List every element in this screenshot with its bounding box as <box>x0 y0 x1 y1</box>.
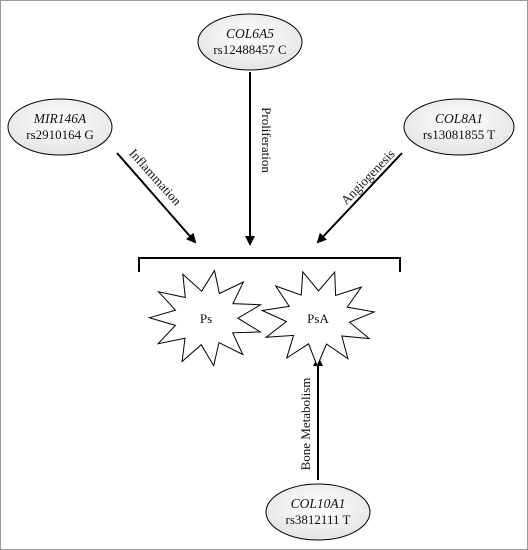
target-ps-label: Ps <box>200 311 212 326</box>
target-ps-star <box>147 269 263 367</box>
target-psa: PsA <box>260 270 376 368</box>
node-col10a1-gene: COL10A1 <box>291 496 346 511</box>
node-col6a5-gene: COL6A5 <box>226 26 274 41</box>
node-col8a1-gene: COL8A1 <box>435 111 483 126</box>
node-mir146a-variant: rs2910164 G <box>26 127 94 142</box>
target-ps: Ps <box>147 269 263 367</box>
node-col6a5: COL6A5 rs12488457 C <box>197 13 303 71</box>
node-col6a5-ellipse <box>197 13 303 71</box>
node-mir146a: MIR146A rs2910164 G <box>7 98 113 156</box>
node-col8a1: COL8A1 rs13081855 T <box>403 98 515 156</box>
arrow-angiogenesis <box>316 152 403 244</box>
edge-label-proliferation: Proliferation <box>259 107 274 173</box>
node-mir146a-ellipse <box>7 98 113 156</box>
node-col10a1-variant: rs3812111 T <box>286 512 351 527</box>
grouping-bracket <box>138 257 401 272</box>
node-col8a1-variant: rs13081855 T <box>423 127 495 142</box>
node-col8a1-ellipse <box>403 98 515 156</box>
target-psa-star <box>260 270 376 368</box>
node-mir146a-gene: MIR146A <box>33 111 87 126</box>
arrow-inflammation <box>116 152 197 244</box>
target-psa-label: PsA <box>307 311 329 326</box>
node-col6a5-variant: rs12488457 C <box>213 42 286 57</box>
edge-label-bone-metabolism: Bone Metabolism <box>298 378 313 471</box>
node-col10a1-ellipse <box>265 483 371 541</box>
node-col10a1: COL10A1 rs3812111 T <box>265 483 371 541</box>
